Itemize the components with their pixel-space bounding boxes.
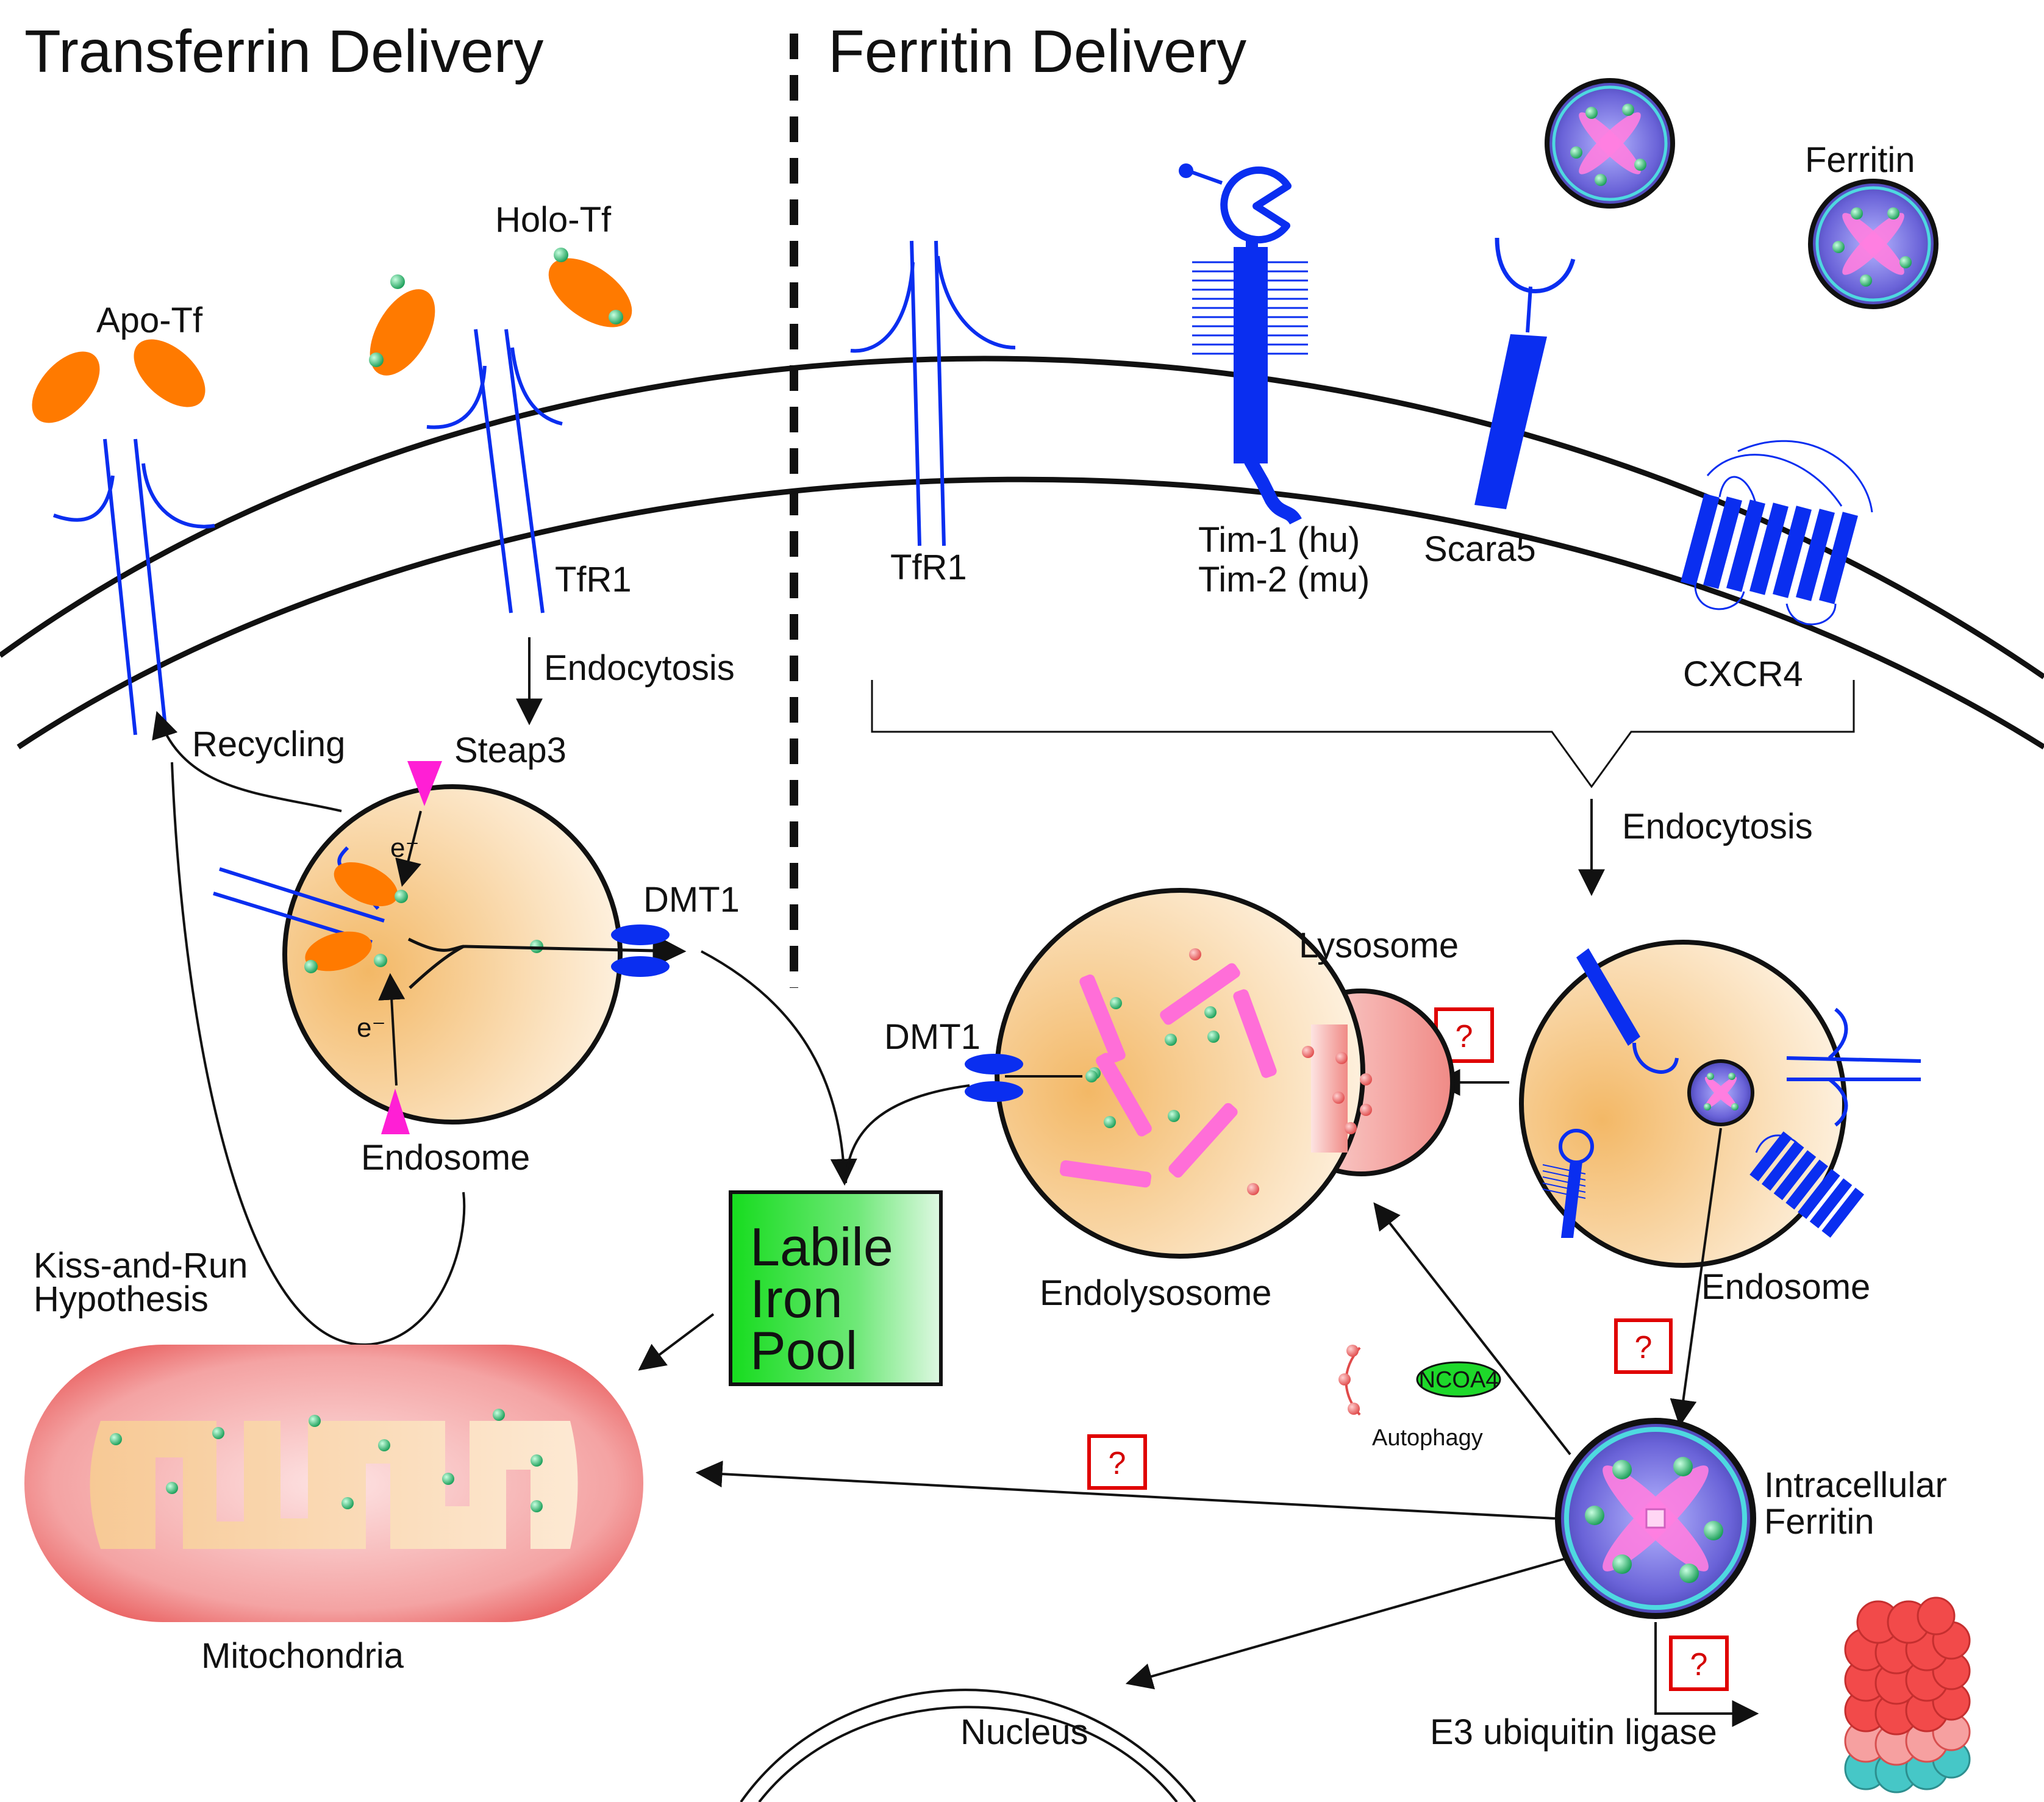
label-recycling: Recycling [192, 724, 345, 764]
arrow-lip-to-mito [638, 1313, 715, 1371]
kiss-and-run-path [171, 762, 466, 1346]
svg-text:?: ? [1109, 1446, 1126, 1481]
ferritin-extracellular-2 [1808, 179, 1939, 309]
cxcr4-receptor-icon [1681, 440, 1873, 626]
label-endosome-left: Endosome [361, 1138, 530, 1178]
steap3-bottom-icon [381, 1089, 410, 1134]
label-intracellular-2: Ferritin [1764, 1502, 1874, 1542]
label-ncoa4: NCOA4 [1419, 1367, 1499, 1393]
label-scara5: Scara5 [1424, 529, 1536, 569]
label-kiss-and-run-2: Hypothesis [34, 1279, 209, 1319]
label-dmt1-right: DMT1 [884, 1017, 981, 1057]
endosome-right [1519, 940, 1921, 1268]
label-e3-ligase: E3 ubiquitin ligase [1430, 1712, 1717, 1752]
arrow-recycling [152, 710, 342, 812]
title-ferritin-delivery: Ferritin Delivery [828, 18, 1246, 85]
label-tim1: Tim-1 (hu) [1198, 520, 1360, 560]
holo-tf-molecules [369, 248, 632, 376]
ferritin-extracellular-1 [1545, 78, 1675, 209]
unknown-marker-2: ? [1614, 1318, 1673, 1374]
svg-text:?: ? [1635, 1330, 1653, 1365]
lip-line-3: Pool [750, 1320, 857, 1381]
tfr1-receptor-left-2 [426, 329, 563, 613]
endosome-left [213, 784, 687, 1124]
endolysosome [995, 888, 1455, 1259]
label-kiss-and-run-1: Kiss-and-Run [34, 1246, 248, 1285]
label-endolysosome: Endolysosome [1040, 1273, 1271, 1313]
label-apo-tf: Apo-Tf [96, 301, 203, 340]
label-ferritin: Ferritin [1805, 140, 1915, 180]
nucleus-envelope [740, 1689, 1196, 1802]
mitochondria-icon [24, 1345, 643, 1622]
dmt1-right-icon [965, 1054, 1023, 1102]
label-autophagy: Autophagy [1372, 1425, 1483, 1451]
arrow-ferritin-to-proteasome [1654, 1622, 1759, 1727]
tfr1-receptor-left-1 [52, 438, 215, 735]
arrow-endosome-to-ferritin [1670, 1128, 1722, 1427]
label-tim2: Tim-2 (mu) [1198, 560, 1370, 599]
title-transferrin-delivery: Transferrin Delivery [24, 18, 543, 85]
arrow-ferritin-to-nucleus [1125, 1557, 1568, 1690]
label-electron-top: e⁻ [390, 833, 420, 863]
unknown-marker-3: ? [1087, 1434, 1147, 1490]
label-electron-bottom: e⁻ [357, 1013, 386, 1043]
label-nucleus: Nucleus [960, 1712, 1088, 1752]
tim-receptor-icon [1179, 163, 1308, 525]
dmt1-left-icon [611, 924, 670, 977]
ncoa4-icon [1338, 1345, 1501, 1416]
label-intracellular-1: Intracellular [1764, 1465, 1947, 1505]
label-endosome-right: Endosome [1701, 1267, 1870, 1307]
svg-text:?: ? [1690, 1647, 1708, 1682]
receptor-bracket [871, 680, 1855, 788]
label-tfr1-right: TfR1 [890, 548, 967, 587]
arrow-dmt1-right-to-lip [845, 1084, 970, 1184]
apo-tf-molecules [32, 339, 205, 423]
proteasome-icon [1844, 1596, 1971, 1793]
lip-line-2: Iron [750, 1268, 843, 1329]
tfr1-receptor-right [850, 240, 1016, 546]
label-mitochondria: Mitochondria [201, 1636, 404, 1676]
lip-line-1: Labile [750, 1217, 893, 1277]
intracellular-ferritin-icon [1555, 1418, 1756, 1619]
label-holo-tf: Holo-Tf [495, 200, 612, 240]
arrow-dmt1-to-lip [701, 950, 857, 1186]
label-endocytosis-right: Endocytosis [1622, 807, 1813, 846]
label-steap3: Steap3 [454, 731, 566, 770]
label-lysosome: Lysosome [1299, 926, 1459, 965]
scara5-receptor-icon [1474, 237, 1576, 509]
plasma-membrane [0, 356, 2044, 749]
label-tfr1-left: TfR1 [555, 560, 632, 599]
svg-text:?: ? [1456, 1019, 1473, 1054]
unknown-marker-4: ? [1669, 1636, 1729, 1691]
arrow-ferritin-to-mito [695, 1461, 1556, 1520]
label-dmt1-left: DMT1 [643, 880, 740, 920]
arrow-ferritin-to-lysosome [1373, 1202, 1571, 1456]
label-endocytosis-left: Endocytosis [544, 648, 735, 688]
labile-iron-pool: Labile Iron Pool [729, 1190, 943, 1386]
label-cxcr4: CXCR4 [1683, 654, 1803, 694]
steap3-top-icon [407, 761, 442, 806]
